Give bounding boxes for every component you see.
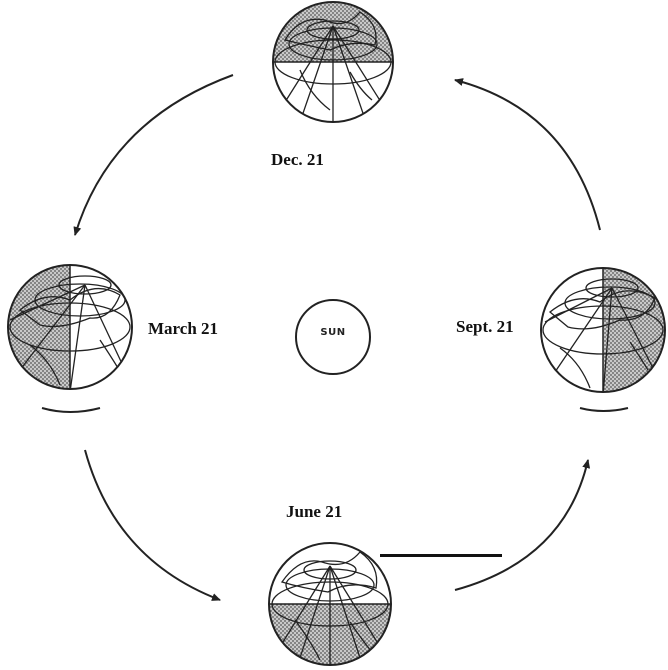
globe-march-21	[0, 260, 132, 412]
orbit-arrow-june-to-sept	[455, 460, 588, 590]
orbit-arrow-march-to-june	[85, 450, 220, 600]
orbit-arrow-sept-to-dec	[455, 80, 600, 230]
label-dec-21: Dec. 21	[271, 150, 324, 170]
sun-label: SUN	[296, 327, 370, 338]
label-june-21: June 21	[286, 502, 342, 522]
scan-artifact-bar	[380, 554, 502, 557]
label-sept-21: Sept. 21	[456, 317, 514, 337]
globe-june-21	[265, 543, 395, 670]
globe-sept-21	[541, 260, 668, 411]
orbit-arrow-dec-to-march	[75, 75, 233, 235]
label-march-21: March 21	[148, 319, 218, 339]
globe-dec-21	[270, 0, 400, 125]
